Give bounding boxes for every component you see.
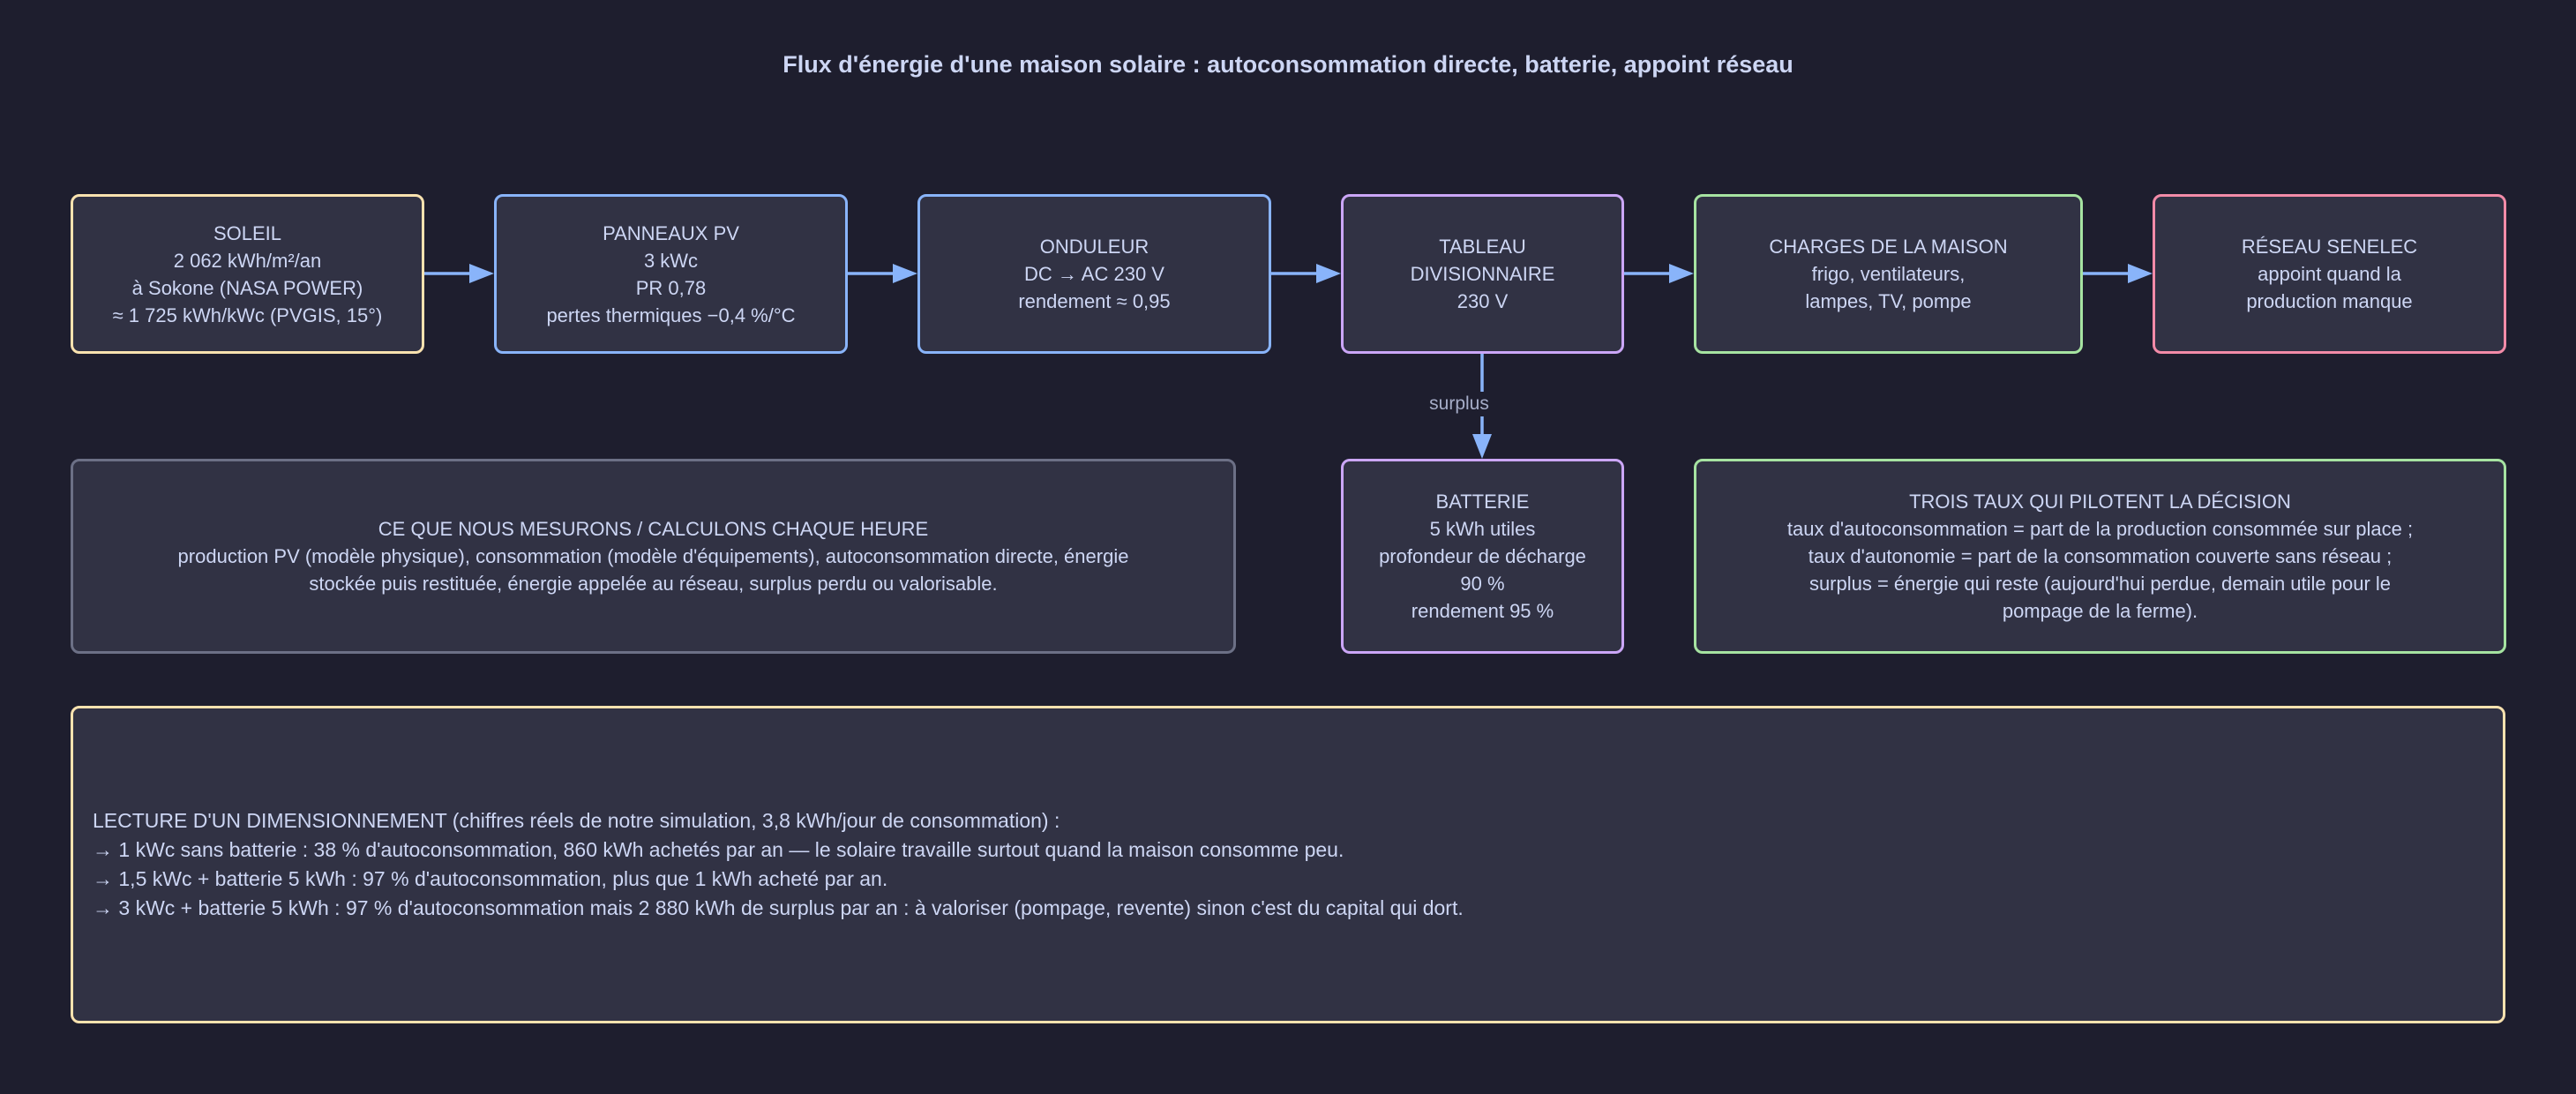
node-soleil-title: SOLEIL xyxy=(213,221,282,244)
note-taux-title: TROIS TAUX QUI PILOTENT LA DÉCISION xyxy=(1909,491,2291,513)
node-soleil-line: 2 062 kWh/m²/an xyxy=(173,249,322,272)
node-onduleur: ONDULEUR DC → AC 230 V rendement ≈ 0,95 xyxy=(917,194,1271,354)
node-batterie-line: 90 % xyxy=(1460,573,1505,595)
arrowhead-icon xyxy=(1316,264,1341,283)
node-reseau-senelec: RÉSEAU SENELEC appoint quand la producti… xyxy=(2153,194,2506,354)
node-batterie: BATTERIE 5 kWh utiles profondeur de déch… xyxy=(1341,459,1624,654)
note-trois-taux: TROIS TAUX QUI PILOTENT LA DÉCISION taux… xyxy=(1694,459,2506,654)
lecture-title: LECTURE D'UN DIMENSIONNEMENT (chiffres r… xyxy=(93,809,1060,832)
diagram-title: Flux d'énergie d'une maison solaire : au… xyxy=(783,51,1793,78)
note-mesures-title: CE QUE NOUS MESURONS / CALCULONS CHAQUE … xyxy=(378,518,929,540)
note-taux-line: pompage de la ferme). xyxy=(2002,600,2198,622)
note-lecture-dimensionnement: LECTURE D'UN DIMENSIONNEMENT (chiffres r… xyxy=(71,706,2505,1023)
note-mesures-line: production PV (modèle physique), consomm… xyxy=(177,545,1129,567)
node-panneaux-pv: PANNEAUX PV 3 kWc PR 0,78 pertes thermiq… xyxy=(494,194,848,354)
note-mesures: CE QUE NOUS MESURONS / CALCULONS CHAQUE … xyxy=(71,459,1236,654)
note-taux-line: surplus = énergie qui reste (aujourd'hui… xyxy=(1808,573,2392,595)
node-batterie-line: profondeur de décharge xyxy=(1379,545,1586,567)
node-panneaux-line: PR 0,78 xyxy=(635,276,707,299)
lecture-item: → 1,5 kWc + batterie 5 kWh : 97 % d'auto… xyxy=(93,867,888,890)
arrowhead-icon xyxy=(893,264,917,283)
node-batterie-title: BATTERIE xyxy=(1435,491,1530,513)
node-onduleur-title: ONDULEUR xyxy=(1039,236,1149,258)
node-charges-line: lampes, TV, pompe xyxy=(1805,290,1972,312)
lecture-item: → 1 kWc sans batterie : 38 % d'autoconso… xyxy=(93,838,1344,861)
node-panneaux-line: pertes thermiques −0,4 %/°C xyxy=(546,303,796,326)
node-soleil-line: à Sokone (NASA POWER) xyxy=(131,276,363,299)
node-reseau-title: RÉSEAU SENELEC xyxy=(2241,236,2418,258)
edge-label-surplus: surplus xyxy=(1394,392,1524,416)
node-onduleur-line: rendement ≈ 0,95 xyxy=(1018,290,1171,312)
arrowhead-icon xyxy=(2128,264,2153,283)
node-soleil-line: ≈ 1 725 kWh/kWc (PVGIS, 15°) xyxy=(112,303,383,326)
node-tableau-divisionnaire: TABLEAU DIVISIONNAIRE 230 V xyxy=(1341,194,1624,354)
arrowhead-icon xyxy=(1669,264,1694,283)
node-charges-maison: CHARGES DE LA MAISON frigo, ventilateurs… xyxy=(1694,194,2083,354)
node-onduleur-line: DC → AC 230 V xyxy=(1024,263,1164,285)
node-panneaux-title: PANNEAUX PV xyxy=(603,221,739,244)
node-soleil: SOLEIL 2 062 kWh/m²/an à Sokone (NASA PO… xyxy=(71,194,424,354)
node-tableau-title: TABLEAU xyxy=(1439,236,1526,258)
lecture-item: → 3 kWc + batterie 5 kWh : 97 % d'autoco… xyxy=(93,896,1464,919)
note-taux-line: taux d'autoconsommation = part de la pro… xyxy=(1786,518,2414,540)
node-charges-title: CHARGES DE LA MAISON xyxy=(1769,236,2008,258)
note-taux-line: taux d'autonomie = part de la consommati… xyxy=(1808,545,2393,567)
node-batterie-line: 5 kWh utiles xyxy=(1429,518,1536,540)
node-tableau-line: 230 V xyxy=(1456,290,1509,312)
node-charges-line: frigo, ventilateurs, xyxy=(1811,263,1966,285)
node-batterie-line: rendement 95 % xyxy=(1411,600,1554,622)
arrowhead-icon xyxy=(1472,434,1492,459)
node-reseau-line: appoint quand la xyxy=(2258,263,2401,285)
node-panneaux-line: 3 kWc xyxy=(643,249,699,272)
arrowhead-icon xyxy=(469,264,494,283)
note-mesures-line: stockée puis restituée, énergie appelée … xyxy=(309,573,998,595)
node-tableau-title: DIVISIONNAIRE xyxy=(1410,263,1555,285)
node-reseau-line: production manque xyxy=(2246,290,2413,312)
